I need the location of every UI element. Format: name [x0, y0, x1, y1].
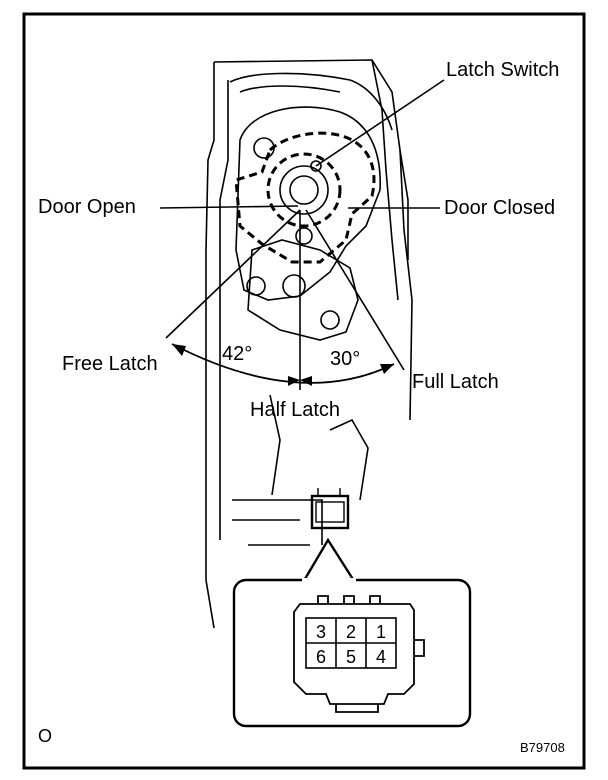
door-panel-outline [205, 59, 413, 629]
door-closed-label: Door Closed [444, 197, 555, 219]
pin-1: 1 [376, 622, 386, 642]
pin-6: 6 [316, 647, 326, 667]
half-latch-label: Half Latch [250, 399, 340, 421]
door-open-label: Door Open [38, 196, 136, 218]
arrow-full-latch [380, 364, 394, 374]
arrow-half-latch-left [288, 376, 300, 386]
callout-pointer [300, 537, 358, 585]
latch-switch-label: Latch Switch [446, 59, 559, 81]
door-connector [310, 488, 350, 530]
arrow-free-latch [172, 344, 186, 356]
free-latch-leader [165, 209, 301, 339]
figure-frame [22, 12, 586, 770]
angle-right-label: 30° [330, 348, 360, 370]
connector-pin-grid [305, 617, 397, 669]
connector-face [293, 595, 425, 713]
corner-mark: O [38, 726, 52, 746]
full-latch-leader [305, 209, 405, 371]
door-open-leader [159, 205, 299, 209]
latch-switch-leader [315, 79, 445, 167]
pin-2: 2 [346, 622, 356, 642]
figure-code: B79708 [520, 740, 565, 755]
latch-switch-dashed-outline [234, 131, 376, 264]
pin-3: 3 [316, 622, 326, 642]
latch-mechanism [235, 106, 381, 341]
free-latch-label: Free Latch [62, 353, 158, 375]
full-latch-label: Full Latch [412, 371, 499, 393]
pin-5: 5 [346, 647, 356, 667]
angle-left-label: 42° [222, 343, 252, 365]
arc-arrowheads [172, 344, 394, 386]
arrow-half-latch-right [300, 376, 312, 386]
pin-4: 4 [376, 647, 386, 667]
leader-lines [159, 79, 445, 390]
